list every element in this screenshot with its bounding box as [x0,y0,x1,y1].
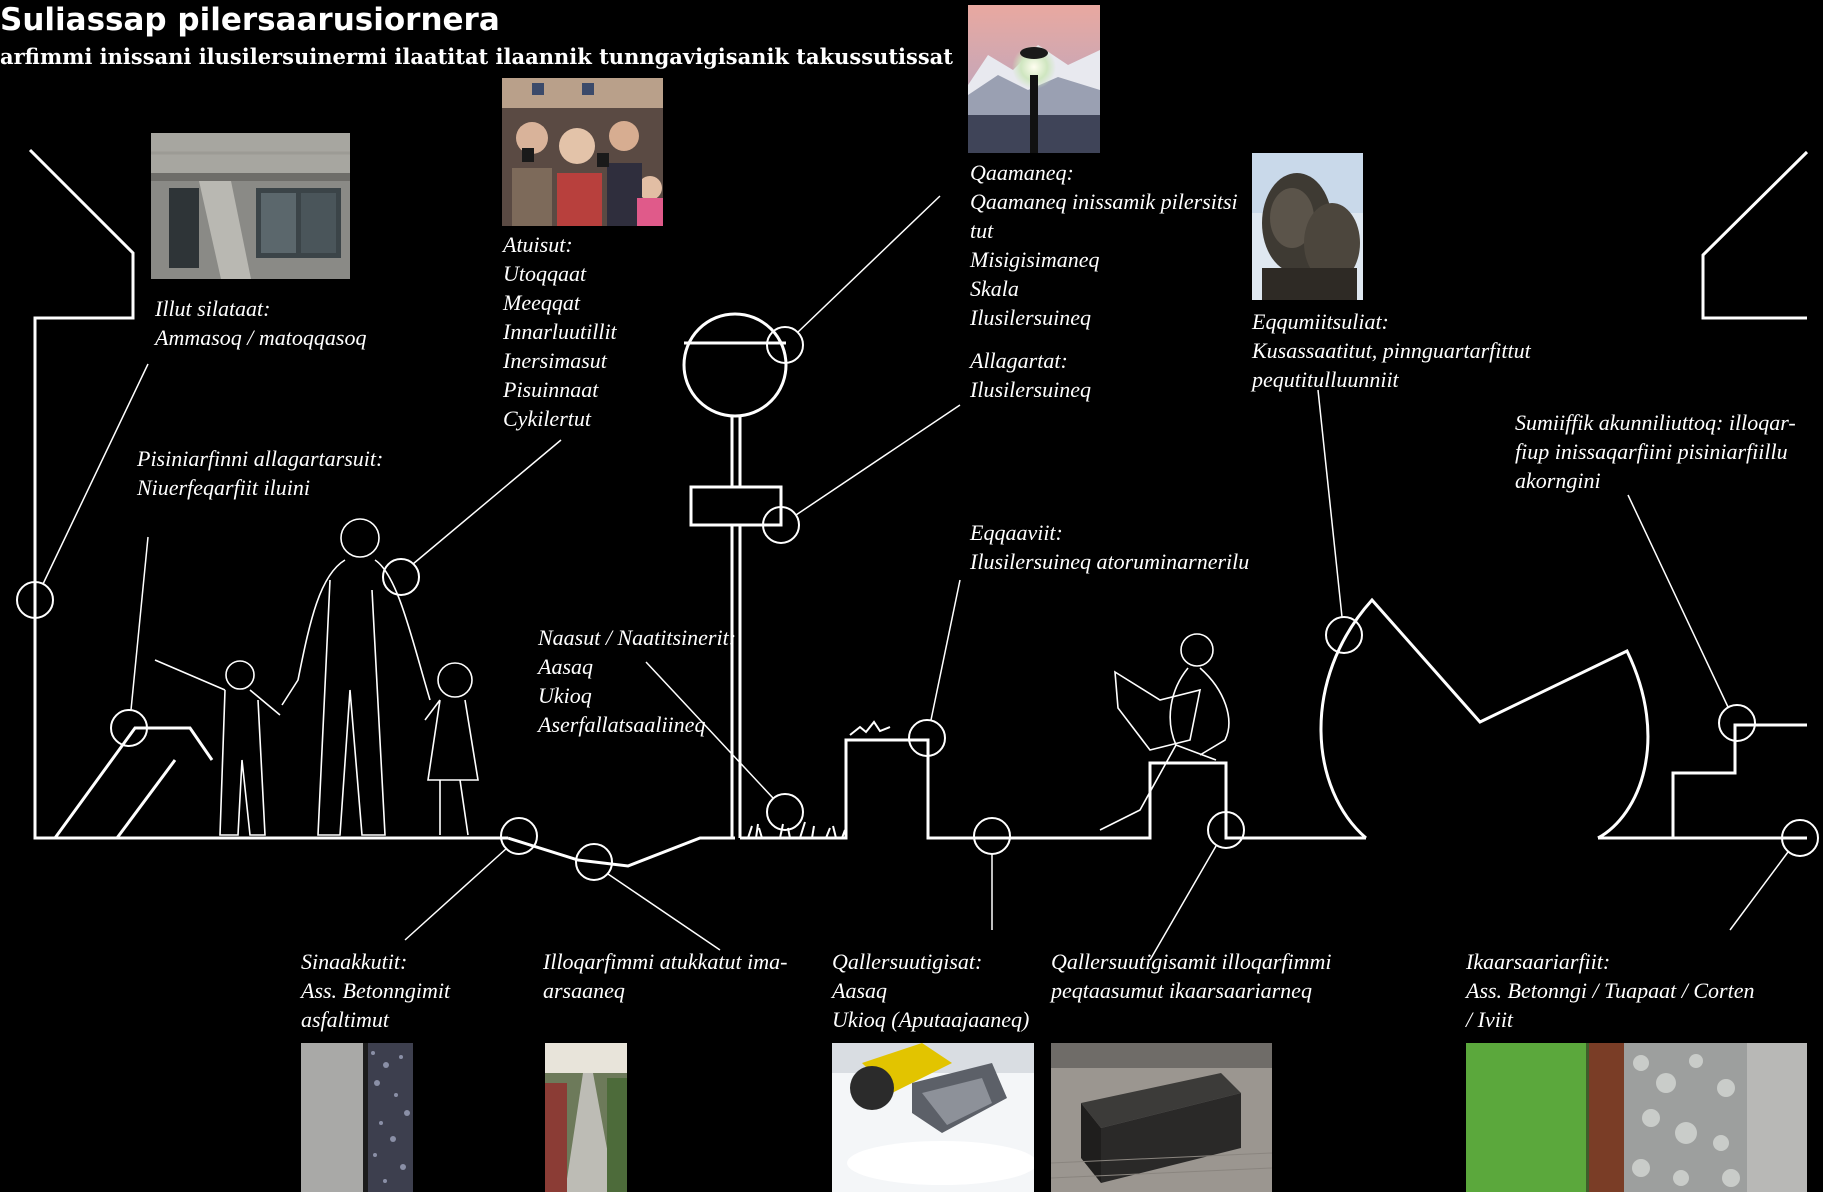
label-line: Ilusilersuineq [970,305,1091,330]
grass-tufts [747,720,891,839]
lamp-head [682,312,788,418]
label-line: Qallersuutigisamit illoqarfimmi [1051,949,1332,974]
label-line: Aasaq [538,654,593,679]
transition-materials-photo [1466,1043,1807,1192]
sidewalk-photo [545,1043,627,1192]
label-line: Pisiniarfinni allagartarsuit: [137,446,384,471]
label-line: Eqqaaviit: [970,520,1063,545]
concrete-asphalt-photo [301,1043,413,1192]
label-line: akorngini [1515,468,1601,493]
label-signage: Allagartat: Ilusilersuineq [970,346,1091,404]
ramp [53,726,214,839]
label-line: Ikaarsaariarfiit: [1466,949,1611,974]
label-line: Ukioq [538,683,592,708]
page-title: Suliassap pilersaarusiornera [0,2,500,38]
label-waste-bins: Eqqaaviit: Ilusilersuineq atoruminarneri… [970,518,1249,576]
right-building-top [1701,150,1809,320]
label-line: pequtitulluunniit [1252,367,1399,392]
left-building-outline [28,148,508,840]
snowplow-photo [832,1043,1034,1192]
label-line: Inersimasut [503,348,607,373]
label-users: Atuisut: Utoqqaat Meeqqat Innarluutillit… [503,230,617,433]
label-surfaces: Qallersuutigisat: Aasaq Ukioq (Aputaajaa… [832,947,1029,1034]
people-silhouettes [154,518,1230,836]
label-line: Sumiiffik akunniliuttoq: illoqar- [1515,410,1796,435]
crowd-photo [502,78,663,226]
label-line: Misigisimaneq [970,247,1100,272]
label-line: Utoqqaat [503,261,587,286]
label-line: Sinaakkutit: [301,949,408,974]
footpath-profile [507,836,735,868]
label-line: Ilusilersuineq atoruminarnerilu [970,549,1250,574]
label-line: Aserfallatsaaliineq [538,712,706,737]
label-line: Illoqarfimmi atukkatut ima- [543,949,788,974]
label-city-drainage: Illoqarfimmi atukkatut ima- arsaaneq [543,947,787,1005]
label-line: Innarluutillit [503,319,617,344]
callout-circles [16,326,1819,881]
leader-lines [42,195,1789,961]
label-transitions: Ikaarsaariarfiit: Ass. Betonngi / Tuapaa… [1466,947,1754,1034]
label-line: Allagartat: [970,348,1068,373]
label-line: Naasut / Naatitsinerit: [538,625,737,650]
label-line: Ass. Betonngimit [301,978,451,1003]
label-line: Pisuinnaat [503,377,599,402]
label-line: Kusassaatitut, pinnguartarfittut [1252,338,1531,363]
sculpture-photo [1252,153,1363,300]
label-line: fiup inissaqarfiini pisiniarfiillu [1515,439,1788,464]
label-intermediate-zone: Sumiiffik akunniliuttoq: illoqar- fiup i… [1515,408,1796,495]
label-line: / Iviit [1466,1007,1514,1032]
label-shop-signs: Pisiniarfinni allagartarsuit: Niuerfeqar… [137,444,383,502]
label-edges: Sinaakkutit: Ass. Betonngimit asfaltimut [301,947,450,1034]
label-line: asfaltimut [301,1007,390,1032]
label-line: Eqqumiitsuliat: [1252,309,1389,334]
label-line: Niuerfeqarfiit iluini [137,475,310,500]
label-art: Eqqumiitsuliat: Kusassaatitut, pinnguart… [1252,307,1531,394]
label-line: Meeqqat [503,290,580,315]
label-line: peqtaasumut ikaarsaariarneq [1051,978,1312,1003]
label-line: Ilusilersuineq [970,377,1091,402]
label-line: Skala [970,276,1019,301]
label-line: Illut silataat: [155,296,271,321]
label-line: Qallersuutigisat: [832,949,983,974]
street-lamp-photo [968,5,1100,153]
label-line: arsaaneq [543,978,625,1003]
planter [740,738,1366,840]
label-lighting: Qaamaneq: Qaamaneq inissamik pilersitsi … [970,158,1238,332]
bench-photo [1051,1043,1272,1192]
label-line: Cykilertut [503,406,591,431]
label-plants: Naasut / Naatitsinerit: Aasaq Ukioq Aser… [538,623,736,739]
building-photo [151,133,350,279]
label-line: Atuisut: [503,232,573,257]
label-line: Qaamaneq: [970,160,1074,185]
label-line: Aasaq [832,978,887,1003]
lamp-sign [689,485,783,527]
sculpture-outline [1319,597,1650,840]
label-building-exterior: Illut silataat: Ammasoq / matoqqasoq [155,294,366,352]
page-subtitle: arfimmi inissani ilusilersuinermi ilaati… [0,44,953,69]
label-line: tut [970,218,994,243]
label-line: Ukioq (Aputaajaaneq) [832,1007,1030,1032]
label-line: Ammasoq / matoqqasoq [155,325,367,350]
label-line: Ass. Betonngi / Tuapaat / Corten [1466,978,1755,1003]
label-line: Qaamaneq inissamik pilersitsi [970,189,1238,214]
label-surface-transition: Qallersuutigisamit illoqarfimmi peqtaasu… [1051,947,1332,1005]
